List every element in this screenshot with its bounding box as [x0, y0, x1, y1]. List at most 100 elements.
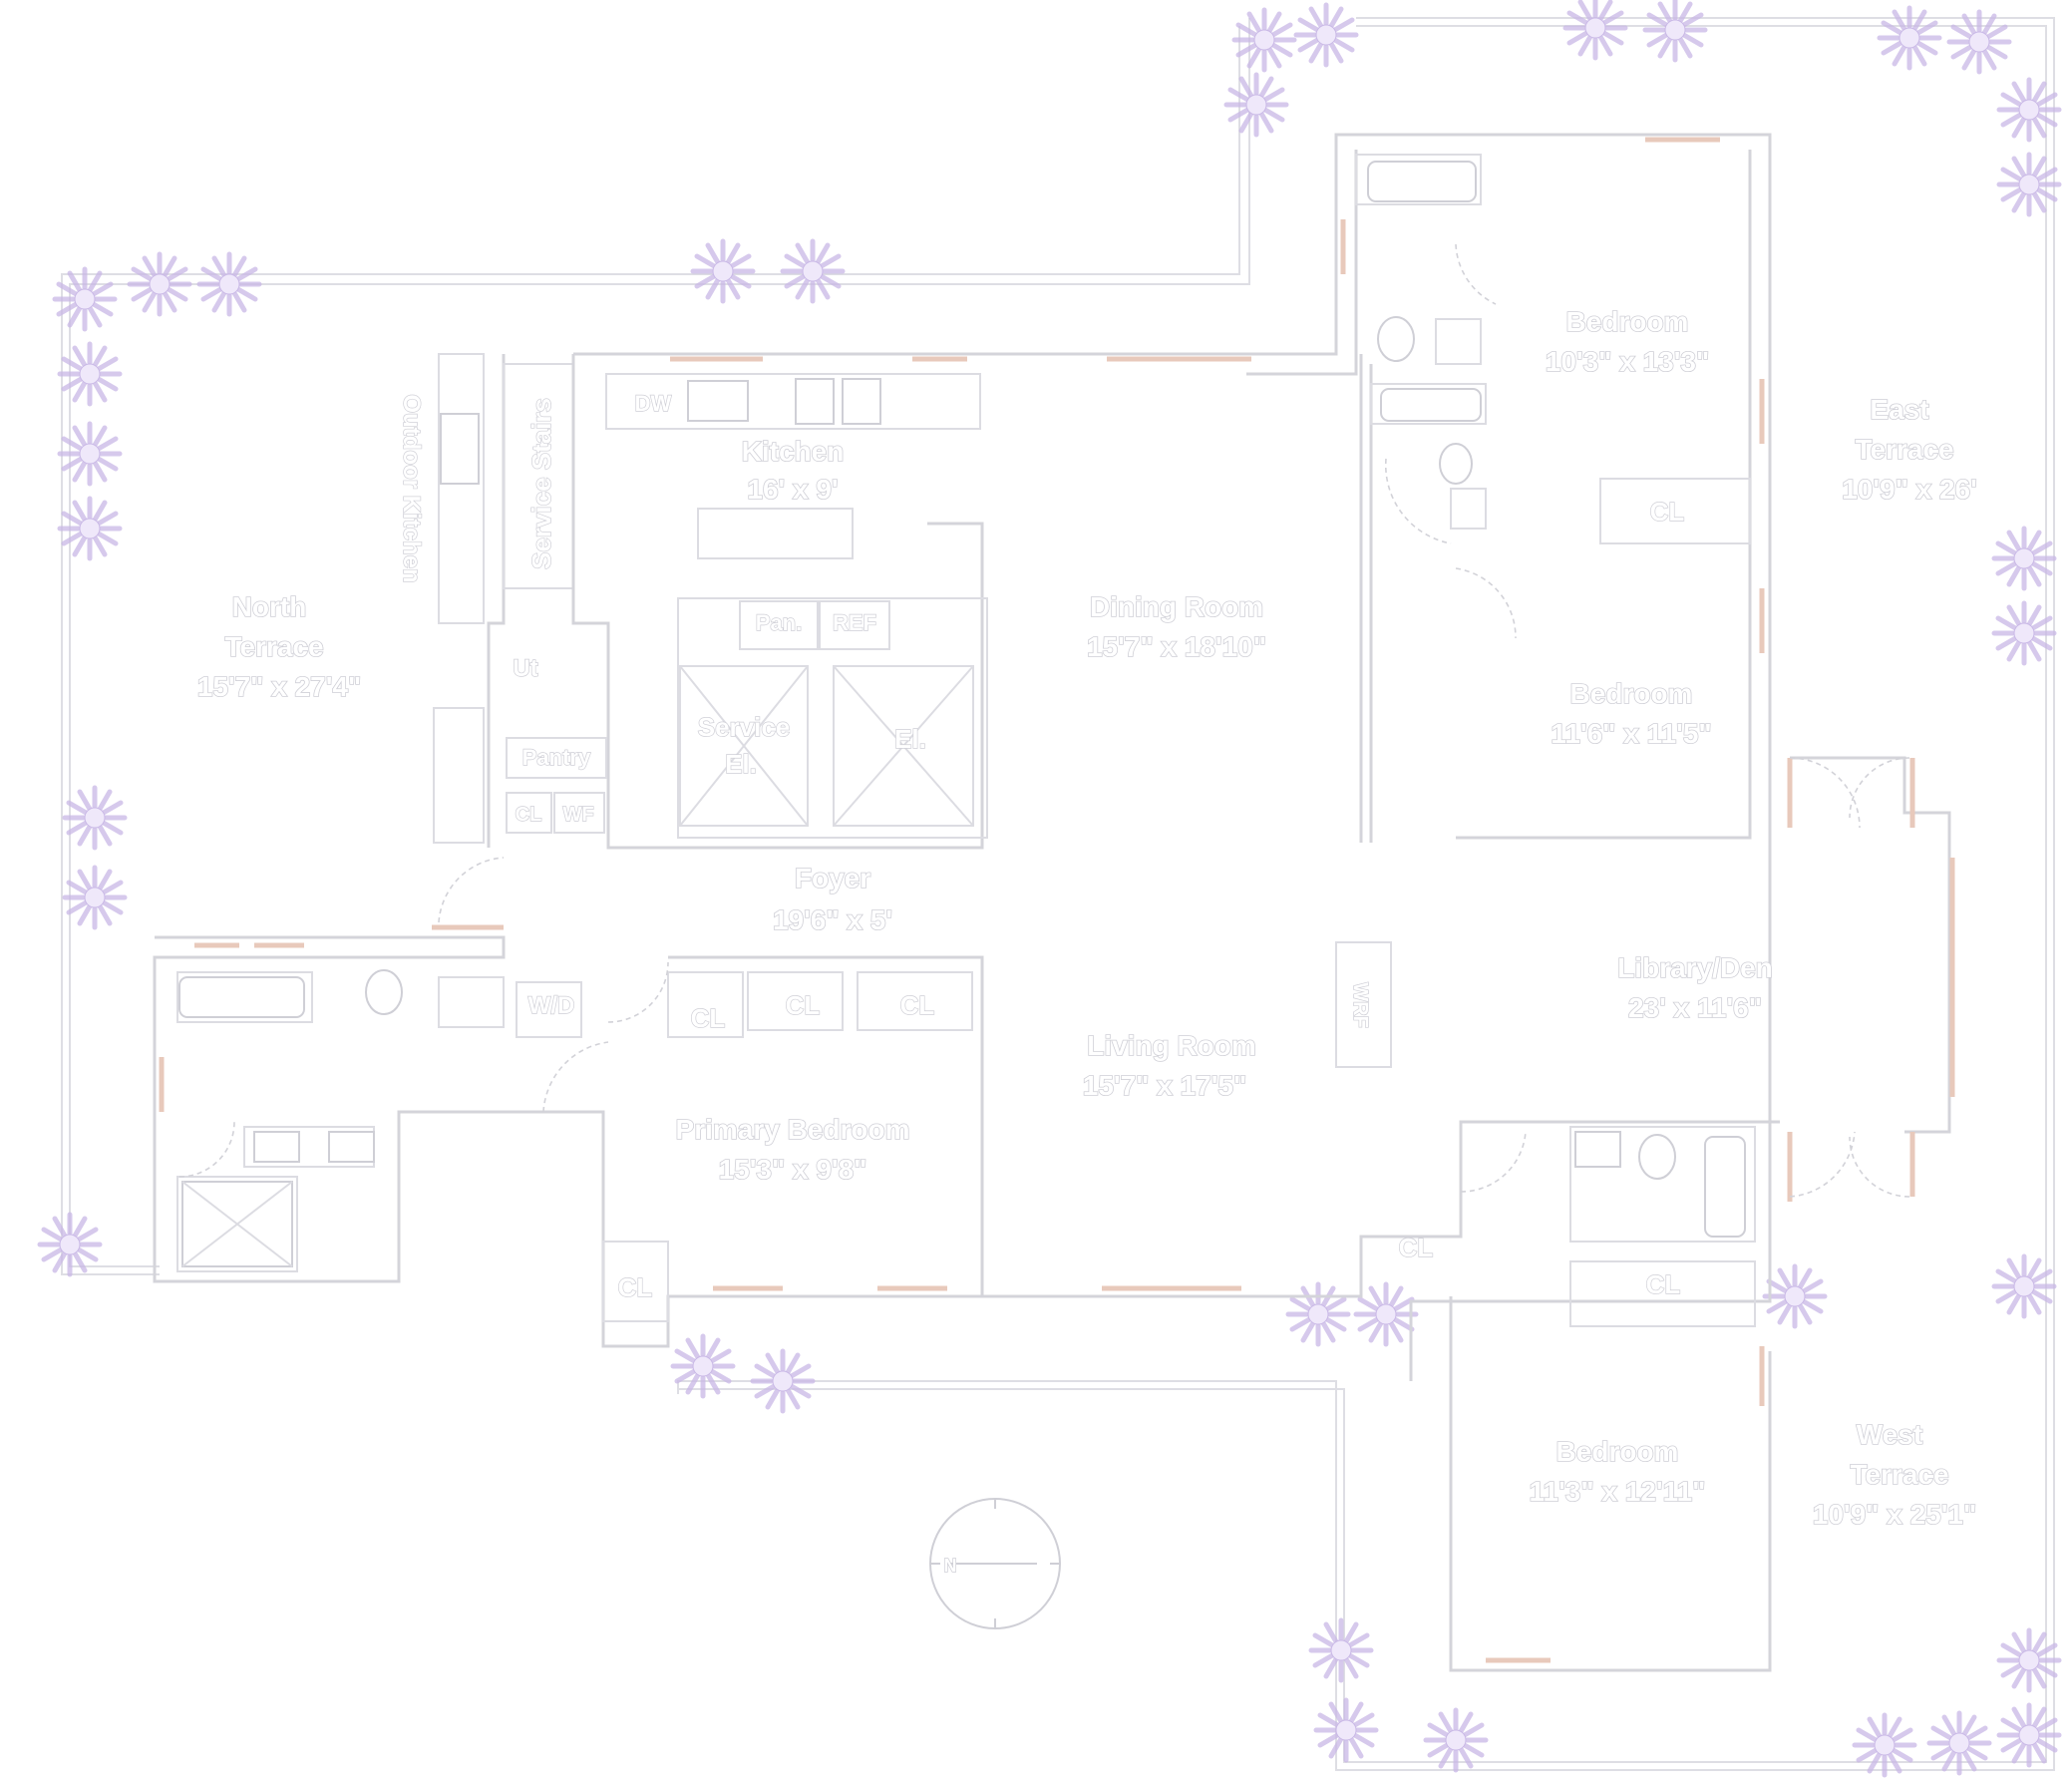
- plant-icon: [1562, 0, 1628, 61]
- plant-icon: [1231, 7, 1297, 73]
- bathtub-ne: [1367, 161, 1477, 202]
- east-terrace-label-2: Terrace: [1855, 434, 1953, 465]
- bedroom-e-dims: 11'6" x 11'5": [1551, 718, 1711, 749]
- fixture-labels: Service Stairs Outdoor Kitchen DW Ut Pan…: [397, 390, 1685, 1302]
- cl-primary-3-label: CL: [900, 990, 935, 1020]
- west-terrace-label-2: Terrace: [1850, 1459, 1948, 1490]
- cl-living-label: CL: [1399, 1233, 1434, 1262]
- primary-bedroom-label: Primary Bedroom: [676, 1114, 910, 1145]
- cl-entry-label: CL: [618, 1272, 653, 1302]
- outdoor-grill: [440, 413, 480, 485]
- fixtures: [178, 161, 1746, 1267]
- plant-icon: [1353, 1281, 1419, 1347]
- bedroom-e-label: Bedroom: [1570, 678, 1693, 709]
- plant-icon: [670, 1333, 736, 1399]
- west-terrace-label-1: West: [1857, 1419, 1922, 1450]
- sink-se: [1574, 1131, 1621, 1168]
- ut-label: Ut: [513, 655, 537, 682]
- living-room-dims: 15'7" x 17'5": [1083, 1070, 1246, 1101]
- door-swings: [178, 243, 1910, 1198]
- primary-bedroom-dims: 15'3" x 9'8": [719, 1154, 867, 1185]
- plant-icon: [1991, 526, 2057, 591]
- bedroom-se-label: Bedroom: [1556, 1436, 1679, 1467]
- plant-icon: [1313, 1697, 1379, 1763]
- wd-label: W/D: [528, 992, 575, 1019]
- plant-icon: [1946, 9, 2012, 75]
- plant-icon: [1996, 152, 2062, 217]
- bedroom-ne-dims: 10'3" x 13'3": [1546, 346, 1709, 377]
- plant-icon: [1223, 72, 1289, 138]
- plant-icon: [57, 496, 123, 561]
- plant-icon: [196, 251, 262, 317]
- ref-label: REF: [833, 610, 876, 635]
- svg-text:N: N: [944, 1556, 957, 1576]
- plant-icon: [37, 1212, 103, 1277]
- cl-bedroom-ne-label: CL: [1650, 497, 1685, 527]
- cl-bedroom-se-label: CL: [1646, 1269, 1681, 1299]
- kitchen-dims: 16' x 9': [747, 474, 838, 505]
- living-room-label: Living Room: [1087, 1030, 1256, 1061]
- elevator-label: El.: [894, 724, 926, 754]
- plant-icon: [1423, 1707, 1489, 1773]
- north-terrace-label-2: Terrace: [224, 631, 323, 662]
- bathtub-e: [1380, 388, 1482, 422]
- library-den-dims: 23' x 11'6": [1628, 992, 1762, 1023]
- east-terrace-dims: 10'9" x 26': [1842, 474, 1977, 505]
- terrace-plants: [37, 0, 2062, 1778]
- cl-primary-1-label: CL: [691, 1003, 726, 1033]
- library-den-label: Library/Den: [1617, 952, 1773, 983]
- north-terrace-dims: 15'7" x 27'4": [197, 671, 361, 702]
- outdoor-kitchen-label: Outdoor Kitchen: [398, 394, 425, 582]
- plant-icon: [1996, 77, 2062, 143]
- foyer-label: Foyer: [795, 863, 870, 893]
- plant-icon: [1852, 1712, 1917, 1778]
- plant-icon: [780, 238, 846, 304]
- service-elevator-label-1: Service: [698, 712, 791, 742]
- west-terrace-dims: 10'9" x 25'1": [1813, 1499, 1976, 1530]
- cl-primary-2-label: CL: [786, 990, 821, 1020]
- pantry-label: Pantry: [522, 745, 591, 770]
- walls: [153, 133, 1951, 1672]
- toilet-primary: [365, 969, 403, 1015]
- dining-room-label: Dining Room: [1090, 591, 1263, 622]
- plant-icon: [1308, 1617, 1374, 1683]
- plant-icon: [52, 266, 118, 332]
- dining-room-dims: 15'7" x 18'10": [1087, 631, 1266, 662]
- windows: [159, 137, 1955, 1663]
- plant-icon: [57, 421, 123, 487]
- service-stairs-label: Service Stairs: [526, 398, 556, 569]
- bedroom-se-dims: 11'3" x 12'11": [1530, 1476, 1706, 1507]
- plant-icon: [1991, 1253, 2057, 1319]
- plant-icon: [750, 1348, 816, 1414]
- pan-label: Pan.: [756, 610, 802, 635]
- kitchen-label: Kitchen: [742, 436, 845, 467]
- bedroom-ne-label: Bedroom: [1566, 306, 1689, 337]
- toilet-se: [1638, 1134, 1676, 1180]
- north-terrace-label-1: North: [232, 591, 307, 622]
- cl-small-label: CL: [516, 804, 542, 826]
- plant-icon: [57, 341, 123, 407]
- plant-icon: [1996, 1627, 2062, 1693]
- plant-icon: [1996, 1702, 2062, 1768]
- range-1: [795, 378, 835, 425]
- terrace-railings: [61, 17, 2055, 1771]
- plant-icon: [1926, 1710, 1992, 1776]
- plant-icon: [1877, 5, 1942, 71]
- range-2: [842, 378, 881, 425]
- sink-kitchen: [687, 380, 749, 422]
- plant-icon: [1762, 1263, 1828, 1329]
- plant-icon: [1991, 600, 2057, 666]
- plant-icon: [62, 785, 128, 851]
- dw-label: DW: [635, 391, 672, 416]
- foyer-dims: 19'6" x 5': [773, 904, 892, 935]
- wf-label: WF: [562, 804, 593, 826]
- plant-icon: [1293, 2, 1359, 68]
- plant-icon: [1642, 0, 1708, 63]
- plant-icon: [690, 238, 756, 304]
- sink-primary-2: [328, 1131, 375, 1163]
- bathtub-primary: [178, 976, 305, 1018]
- plant-icon: [127, 251, 192, 317]
- toilet-e: [1439, 443, 1473, 485]
- wrf-label: WRF: [1349, 982, 1371, 1028]
